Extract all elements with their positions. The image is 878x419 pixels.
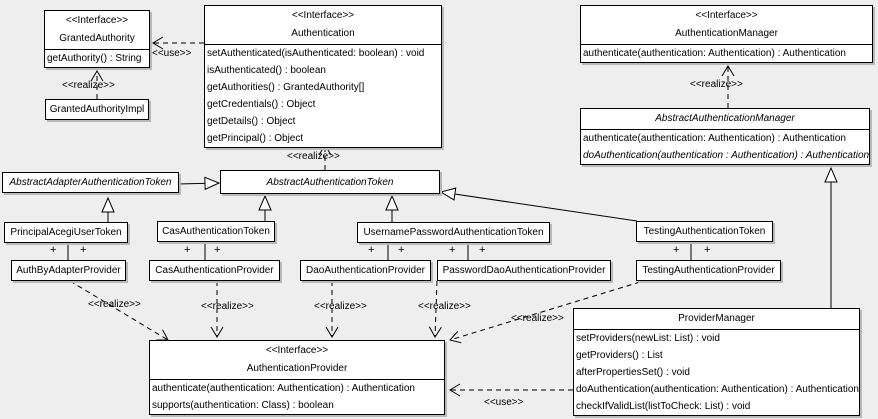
association-plus-label: + [398, 244, 405, 256]
class-cas-authentication-provider: CasAuthenticationProvider [149, 260, 280, 281]
method-label: setProviders(newList: List) : void [576, 333, 720, 344]
class-dao-authentication-provider: DaoAuthenticationProvider [300, 260, 431, 281]
class-name: AbstractAdapterAuthenticationToken [9, 177, 172, 188]
association-plus-label: + [368, 244, 375, 256]
class-authentication: <<Interface>> Authentication setAuthenti… [204, 5, 442, 148]
association-plus-label: + [449, 244, 456, 256]
method-label: getAuthority() : String [47, 53, 142, 64]
class-name: AuthenticationProvider [246, 363, 348, 374]
class-name: Authentication [291, 28, 355, 39]
method-label: getAuthorities() : GrantedAuthority[] [207, 82, 365, 93]
class-name: CasAuthenticationProvider [155, 265, 274, 276]
class-name: UsernamePasswordAuthenticationToken [363, 227, 544, 238]
association-plus-label: + [50, 244, 57, 256]
class-abstract-authentication-manager: AbstractAuthenticationManager authentica… [580, 108, 870, 165]
realize-passworddao-provider [428, 280, 442, 338]
class-name: GrantedAuthority [59, 33, 135, 44]
class-authentication-provider: <<Interface>> AuthenticationProvider aut… [149, 340, 445, 415]
class-name: CasAuthenticationToken [162, 226, 270, 237]
method-label: setAuthenticated(isAuthenticated: boolea… [207, 48, 425, 59]
class-abstract-adapter-authentication-token: AbstractAdapterAuthenticationToken [2, 172, 179, 193]
class-name: PrincipalAcegiUserToken [10, 227, 122, 238]
association-plus-label: + [184, 244, 191, 256]
method-label: getDetails() : Object [207, 116, 296, 127]
realize-edge-label: <<realize>> [88, 299, 141, 310]
method-label: getCredentials() : Object [207, 99, 316, 110]
association-plus-label: + [479, 244, 486, 256]
class-authentication-manager: <<Interface>> AuthenticationManager auth… [580, 5, 873, 63]
realize-edge-label: <<realize>> [314, 301, 367, 312]
realize-edge-label: <<realize>> [690, 79, 743, 90]
method-label: doAuthentication(authentication: Authent… [576, 384, 859, 395]
method-label: checkIfValidList(listToCheck: List) : vo… [576, 401, 751, 412]
association-plus-label: + [214, 244, 221, 256]
class-cas-authentication-token: CasAuthenticationToken [157, 221, 275, 242]
class-name: DaoAuthenticationProvider [306, 265, 425, 276]
class-granted-authority-impl: GrantedAuthorityImpl [45, 99, 149, 120]
class-username-password-authentication-token: UsernamePasswordAuthenticationToken [357, 222, 550, 243]
use-edge-label: <<use>> [152, 48, 192, 59]
method-label: getProviders() : List [576, 350, 663, 361]
stereotype-label: <<Interface>> [291, 10, 355, 21]
class-name: AuthenticationManager [675, 28, 778, 39]
class-auth-by-adapter-provider: AuthByAdapterProvider [11, 260, 126, 281]
method-label: afterPropertiesSet() : void [576, 367, 690, 378]
class-testing-authentication-token: TestingAuthenticationToken [636, 221, 773, 242]
class-granted-authority: <<Interface>> GrantedAuthority getAuthor… [44, 10, 150, 68]
generalization-testing-token [439, 187, 638, 222]
class-name: TestingAuthenticationProvider [642, 265, 775, 276]
class-principal-acegi-user-token: PrincipalAcegiUserToken [4, 222, 128, 243]
stereotype-label: <<Interface>> [695, 10, 758, 21]
stereotype-label: <<Interface>> [265, 345, 329, 356]
method-label: authenticate(authentication: Authenticat… [152, 383, 415, 394]
class-name: PasswordDaoAuthenticationProvider [442, 265, 606, 276]
class-password-dao-authentication-provider: PasswordDaoAuthenticationProvider [437, 260, 611, 281]
realize-edge-label: <<realize>> [287, 151, 340, 162]
realize-testing-provider [449, 281, 641, 344]
method-label: getPrincipal() : Object [207, 133, 304, 144]
class-testing-authentication-provider: TestingAuthenticationProvider [636, 260, 781, 281]
method-label: authenticate(authentication: Authenticat… [583, 133, 846, 144]
method-label: supports(authentication: Class) : boolea… [152, 400, 334, 411]
class-name: ProviderManager [678, 313, 755, 324]
class-provider-manager: ProviderManager setProviders(newList: Li… [573, 308, 860, 416]
class-name: AuthByAdapterProvider [16, 265, 121, 276]
class-name: TestingAuthenticationToken [643, 226, 766, 237]
realize-authbyadapter-provider [69, 280, 169, 341]
stereotype-label: <<Interface>> [65, 15, 129, 26]
association-plus-label: + [704, 244, 711, 256]
association-plus-label: + [80, 244, 87, 256]
method-label: doAuthentication(authentication : Authen… [583, 150, 870, 161]
class-name: AbstractAuthenticationManager [655, 113, 795, 124]
class-name: GrantedAuthorityImpl [49, 104, 145, 115]
class-name: AbstractAuthenticationToken [266, 177, 394, 188]
realize-edge-label: <<realize>> [62, 80, 115, 91]
realize-edge-label: <<realize>> [511, 313, 564, 324]
use-edge-label: <<use>> [484, 397, 524, 408]
method-label: isAuthenticated() : boolean [207, 65, 326, 76]
generalization-adapter-token-to-abstract-token [177, 176, 221, 191]
association-plus-label: + [673, 244, 680, 256]
realize-edge-label: <<realize>> [201, 301, 254, 312]
method-label: authenticate(authentication: Authenticat… [583, 48, 846, 59]
realize-edge-label: <<realize>> [418, 301, 471, 312]
class-abstract-authentication-token: AbstractAuthenticationToken [220, 170, 440, 194]
